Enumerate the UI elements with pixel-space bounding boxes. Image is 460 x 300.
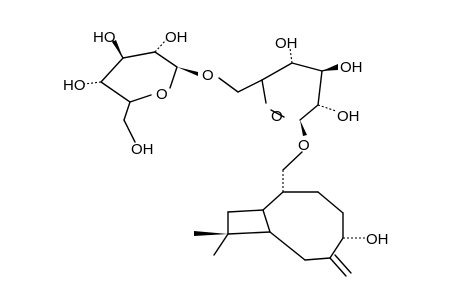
ch2-glc-b-c5-bond — [237, 79, 263, 93]
glycosidic-o-label: O — [202, 67, 214, 84]
glc-b-c2-oh-bond — [317, 104, 337, 112]
glc-a-c6-oh-bond — [123, 119, 136, 143]
glycosidic-o-ch2-bond — [218, 77, 239, 93]
aglycone-o-label: O — [298, 137, 310, 154]
glc-b-c3-wedge — [322, 64, 338, 71]
glc-b-oh2-label: OH — [337, 108, 360, 125]
glucose-ring-left — [100, 51, 178, 103]
methylene-bond-2 — [334, 254, 352, 274]
methylene-bond-1 — [329, 257, 347, 277]
caryophyllane-ring — [262, 191, 344, 261]
cyclobutane-ring — [227, 209, 271, 235]
glc-a-c5-c6-bond — [123, 101, 131, 121]
glc-b-c1-wedge — [300, 120, 307, 136]
glc-a-oh6-label: OH — [131, 141, 154, 158]
glc-a-c4-oh-bond — [83, 81, 102, 85]
glucose-ring-right — [261, 62, 323, 121]
glc-a-oh2-label: OH — [165, 29, 188, 46]
aglycone-o-ch2-bond — [282, 151, 303, 171]
glc-a-oh4-label: HO — [63, 77, 86, 94]
glc-b-c4-oh-bond — [289, 47, 293, 64]
glc-a-c2-oh-bond — [154, 39, 167, 53]
glc-a-c1-wedge — [177, 67, 198, 76]
methyl-wedge — [194, 231, 228, 236]
glc-b-ring-o-label: O — [271, 108, 283, 125]
glc-a-oh3-label: HO — [93, 29, 116, 46]
glc-a-c3-wedge — [112, 40, 123, 58]
glc-b-oh3-label: OH — [340, 59, 363, 76]
glc-a-ring-o-label: O — [156, 86, 168, 103]
aglycone-oh-label: OH — [366, 231, 389, 248]
methyl-bond — [213, 233, 229, 256]
glc-b-oh4-label: OH — [275, 35, 298, 52]
